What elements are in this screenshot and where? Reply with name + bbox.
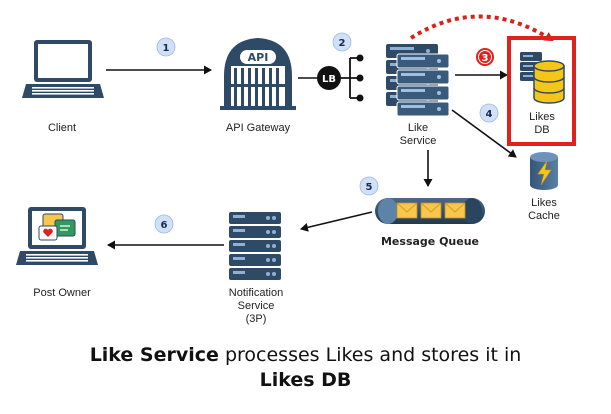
- envelope-icon: [444, 202, 466, 219]
- step-badge-4: 4: [479, 103, 499, 123]
- message-queue-icon: [375, 198, 485, 224]
- client-label: Client: [48, 122, 76, 134]
- likes-cache-icon: [530, 152, 558, 190]
- step-badge-6: 6: [154, 214, 174, 234]
- caption-bold-likes-db: Likes DB: [259, 369, 352, 391]
- diagram-caption: Like Service processes Likes and stores …: [0, 343, 611, 393]
- like-service-label-2: Service: [400, 135, 437, 147]
- api-gateway-label: API Gateway: [226, 122, 291, 134]
- step-badge-3: 3: [476, 48, 494, 66]
- svg-text:5: 5: [366, 182, 373, 193]
- post-owner-label: Post Owner: [33, 287, 91, 299]
- envelope-icon: [396, 202, 418, 219]
- svg-text:LB: LB: [322, 74, 336, 85]
- notification-service-label-2: Service: [238, 300, 275, 312]
- likes-cache-label-2: Cache: [528, 210, 560, 222]
- svg-text:6: 6: [161, 220, 168, 231]
- likes-db-label: Likes: [529, 111, 555, 123]
- api-gateway-icon: API: [220, 38, 296, 110]
- envelope-icon: [420, 202, 442, 219]
- likes-db-label-2: DB: [534, 124, 549, 136]
- arrow-like-to-cache: [451, 109, 517, 158]
- step-badge-1: 1: [156, 37, 176, 57]
- likes-db-icon: [520, 52, 565, 104]
- client-laptop-icon: [22, 40, 104, 98]
- likes-cache-label: Likes: [531, 197, 557, 209]
- like-service-server-icon: [386, 44, 450, 117]
- step-badge-2: 2: [332, 32, 352, 52]
- caption-line-2: Likes DB: [0, 368, 611, 393]
- load-balancer-icon: LB: [317, 54, 364, 102]
- caption-text: processes Likes and stores it in: [218, 344, 522, 366]
- svg-text:3: 3: [482, 53, 489, 64]
- post-owner-laptop-icon: [16, 207, 98, 265]
- notification-service-label: Notification: [229, 287, 283, 299]
- likes-db-highlight-box: [507, 36, 576, 146]
- heart-icon: [43, 228, 53, 237]
- svg-text:1: 1: [163, 43, 170, 54]
- svg-text:4: 4: [486, 109, 493, 120]
- caption-bold-like-service: Like Service: [89, 344, 219, 366]
- arrow-queue-to-notification: [300, 211, 373, 232]
- dotted-arc-like-to-db: [409, 14, 554, 42]
- notification-service-label-3: (3P): [246, 313, 267, 325]
- caption-line-1: Like Service processes Likes and stores …: [0, 343, 611, 368]
- notification-service-server-icon: [229, 212, 281, 280]
- like-service-label: Like: [408, 122, 428, 134]
- svg-text:API: API: [248, 51, 269, 64]
- message-queue-label: Message Queue: [381, 235, 479, 248]
- svg-text:2: 2: [339, 38, 346, 49]
- step-badge-5: 5: [359, 176, 379, 196]
- chat-bubbles-icon: [38, 213, 76, 241]
